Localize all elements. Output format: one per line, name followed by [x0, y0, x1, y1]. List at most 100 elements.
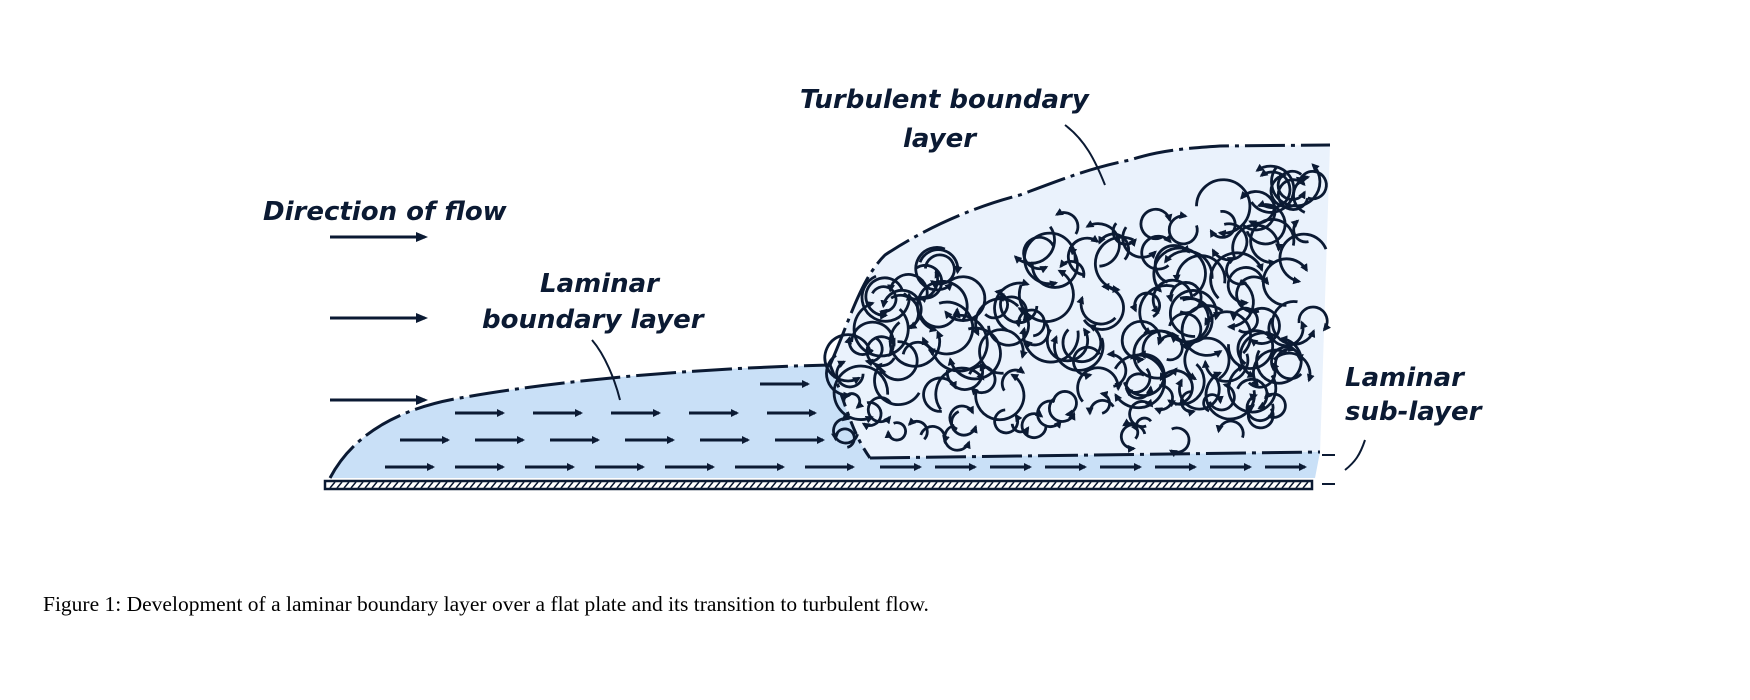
eddy-arrow [1051, 390, 1078, 418]
eddy-arrow [1250, 348, 1289, 388]
eddy-arrow [914, 246, 953, 292]
flat-plate [323, 479, 1314, 491]
plate-hatch [399, 481, 406, 489]
plate-hatch [721, 481, 728, 489]
plate-hatch [798, 481, 805, 489]
plate-hatch [917, 481, 924, 489]
eddy-arrow [1271, 300, 1316, 346]
eddy-arrow [1208, 382, 1236, 412]
plate-hatch [1239, 481, 1246, 489]
eddy-arrow [993, 408, 1023, 435]
plate-hatch [1071, 481, 1078, 489]
eddy-arrow [919, 425, 950, 444]
eddy-arrow [1164, 249, 1214, 279]
plate-hatch [539, 481, 546, 489]
eddy-arrow [1122, 418, 1140, 440]
eddy-arrow [887, 273, 929, 299]
plate-hatch [1148, 481, 1155, 489]
plate-hatch [511, 481, 518, 489]
plate-hatch [1120, 481, 1127, 489]
laminar-edge [328, 363, 831, 479]
plate-hatch [819, 481, 826, 489]
plate-hatch [875, 481, 882, 489]
plate-hatch [1176, 481, 1183, 489]
eddy-arrow [861, 401, 883, 431]
eddy-arrow [888, 321, 944, 368]
plate-hatch [497, 481, 504, 489]
plate-hatch [364, 481, 371, 489]
plate-hatch [378, 481, 385, 489]
eddy-arrow [866, 396, 893, 425]
plate-hatch [1036, 481, 1043, 489]
plate-hatch [1050, 481, 1057, 489]
eddy-arrow [1000, 365, 1026, 392]
plate-hatch [1155, 481, 1162, 489]
eddy-arrow [1140, 234, 1172, 271]
plate-hatch [1197, 481, 1204, 489]
laminar-leader-line [591, 339, 621, 401]
plate-hatch [1022, 481, 1029, 489]
plate-hatch [1218, 481, 1225, 489]
plate-hatch [854, 481, 861, 489]
eddy-arrow [871, 285, 898, 317]
plate-hatch [1281, 481, 1288, 489]
eddy-arrow [823, 333, 872, 385]
plate-hatch [1085, 481, 1092, 489]
plate-hatch [1232, 481, 1239, 489]
eddy-arrow [1227, 364, 1278, 414]
figure-caption: Figure 1: Development of a laminar bound… [43, 592, 929, 616]
eddy-arrow [1209, 210, 1237, 239]
plate-hatch [966, 481, 973, 489]
plate-hatch [532, 481, 539, 489]
plate-hatch [1057, 481, 1064, 489]
turbulent-eddies [823, 163, 1331, 458]
eddy-arrow [864, 276, 904, 320]
eddy-arrow [1267, 317, 1308, 348]
sublayer-label-1: Laminar [1345, 363, 1466, 393]
eddy-arrow [971, 297, 1020, 337]
plate-hatch [784, 481, 791, 489]
plate-hatch [637, 481, 644, 489]
eddy-arrow [1263, 390, 1287, 419]
eddy-arrow [835, 360, 865, 389]
laminar-bl-label-1: Laminar [540, 269, 661, 299]
plate-hatch [476, 481, 483, 489]
plate-hatch [987, 481, 994, 489]
eddy-arrow [1209, 251, 1264, 300]
plate-hatch [644, 481, 651, 489]
plate-hatch [490, 481, 497, 489]
free-stream-arrows [330, 232, 428, 405]
plate-hatch [392, 481, 399, 489]
plate-hatch [1211, 481, 1218, 489]
plate-hatch [868, 481, 875, 489]
eddy-arrow [1236, 378, 1269, 410]
eddy-arrow [879, 340, 919, 382]
eddy-arrow [1261, 257, 1308, 307]
plate-hatch [826, 481, 833, 489]
plate-hatch [357, 481, 364, 489]
eddy-arrow [1139, 207, 1173, 241]
plate-hatch [1029, 481, 1036, 489]
plate-hatch [1295, 481, 1302, 489]
direction-of-flow-label: Direction of flow [263, 197, 508, 227]
eddy-arrow [842, 392, 865, 409]
plate-hatch [427, 481, 434, 489]
plate-hatch [546, 481, 553, 489]
eddy-arrow [1030, 246, 1079, 289]
plate-hatch [952, 481, 959, 489]
plate-hatch [1288, 481, 1295, 489]
eddy-arrow [1076, 295, 1117, 326]
plate-hatch [1274, 481, 1281, 489]
eddy-arrow [1204, 371, 1256, 421]
eddy-arrow [830, 427, 856, 449]
plate-hatch [588, 481, 595, 489]
plate-hatch [567, 481, 574, 489]
plate-hatch [420, 481, 427, 489]
eddy-arrow [1296, 170, 1328, 201]
eddy-arrow [1229, 306, 1259, 334]
plate-hatch [945, 481, 952, 489]
eddy-arrow [996, 293, 1039, 325]
eddy-arrow [974, 373, 1026, 422]
plate-hatch [350, 481, 357, 489]
eddy-arrow [1226, 279, 1255, 331]
